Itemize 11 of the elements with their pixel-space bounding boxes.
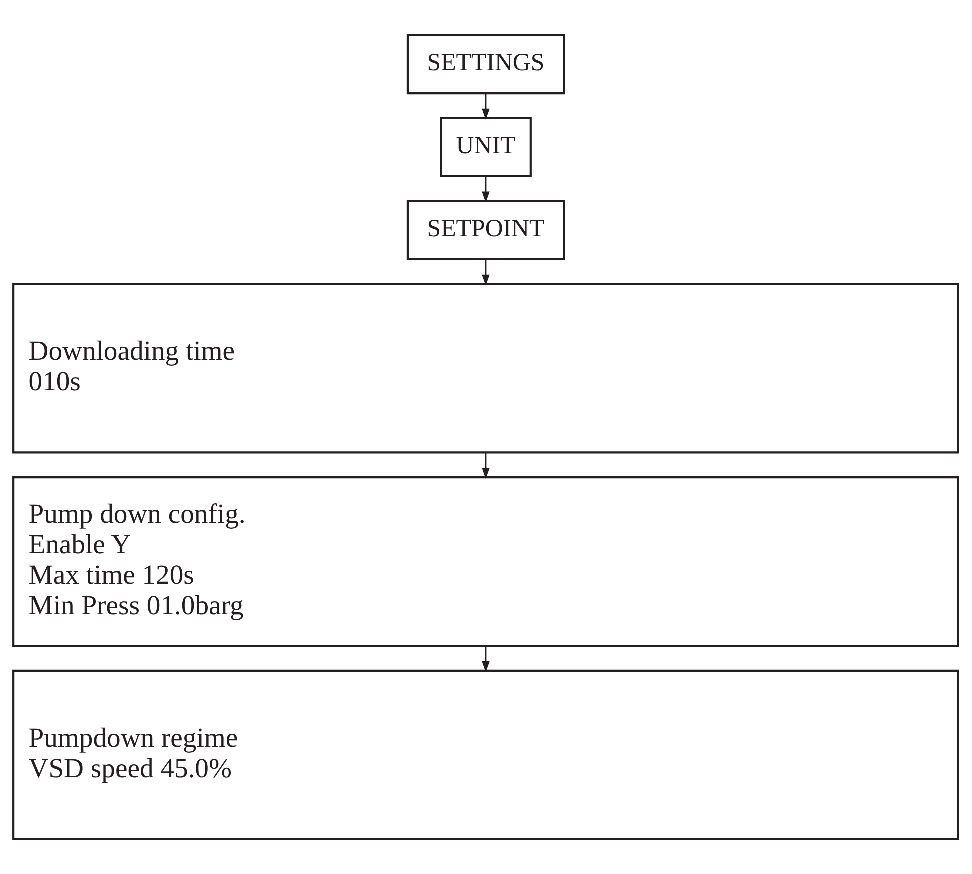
- node-box: SETPOINT: [406, 200, 566, 260]
- arrow: [482, 93, 490, 120]
- node-box: Pump down config. Enable Y Max time 120s Min Press 01.0barg: [12, 476, 960, 647]
- arrow: [482, 176, 490, 202]
- arrow: [482, 452, 490, 479]
- arrow: [482, 646, 490, 672]
- arrow: [482, 259, 490, 286]
- node-box: Pumpdown regime VSD speed 45.0%: [12, 669, 960, 840]
- node-box: UNIT: [440, 116, 532, 177]
- node-box: Downloading time 010s: [12, 282, 960, 454]
- node-box: SETTINGS: [406, 34, 566, 94]
